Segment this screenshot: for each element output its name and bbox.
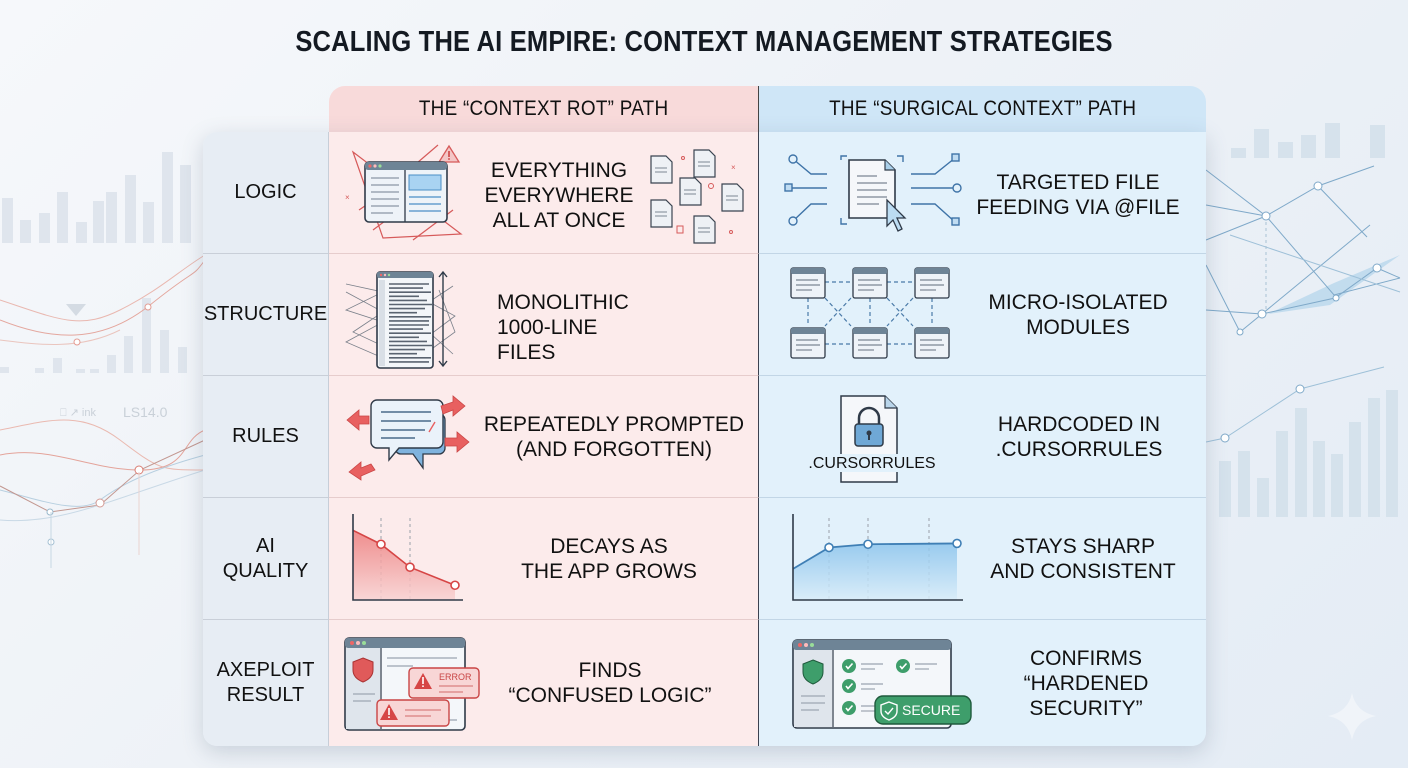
svg-text:×: × bbox=[345, 193, 350, 202]
surgical-text-rules: HARDCODED IN.CURSORRULES bbox=[995, 413, 1163, 461]
shield-check-icon bbox=[880, 701, 898, 721]
sharp-point bbox=[952, 538, 962, 549]
sharp-chart bbox=[792, 514, 963, 601]
decay-chart bbox=[352, 514, 463, 601]
error-popup bbox=[376, 699, 450, 727]
rot-cell-rules: REPEATEDLY PROMPTED(AND FORGOTTEN) bbox=[329, 376, 759, 498]
shield-icon bbox=[802, 659, 824, 685]
module-window bbox=[914, 327, 950, 359]
sharp-line bbox=[792, 542, 958, 570]
cursor-icon bbox=[886, 198, 907, 232]
sharp-point bbox=[863, 539, 873, 550]
check-icon bbox=[842, 659, 883, 673]
module-window bbox=[852, 267, 888, 299]
background-bar-chart-right bbox=[1219, 123, 1398, 517]
code-lines bbox=[389, 283, 433, 363]
checklist bbox=[842, 659, 937, 715]
rot-text-rules: REPEATEDLY PROMPTED(AND FORGOTTEN) bbox=[483, 413, 745, 461]
column-header-surgical-context: THE “SURGICAL CONTEXT” PATH bbox=[759, 86, 1206, 133]
module-window bbox=[914, 267, 950, 299]
module-windows bbox=[790, 267, 950, 359]
rot-text-axeploit-result: FINDS“CONFUSED LOGIC” bbox=[508, 659, 712, 707]
error-popup: ERROR bbox=[408, 667, 480, 699]
module-window bbox=[852, 327, 888, 359]
background-text-ink: ⎕ ↗ ink bbox=[60, 407, 96, 419]
shield-icon bbox=[352, 657, 374, 683]
check-icon bbox=[842, 701, 883, 715]
background-line-chart-right bbox=[1205, 165, 1401, 443]
check-icon bbox=[896, 659, 937, 673]
warning-icon bbox=[437, 144, 461, 163]
sparkle-icon bbox=[1328, 693, 1376, 740]
module-window bbox=[790, 267, 826, 299]
decay-point bbox=[450, 580, 460, 591]
surgical-cell-rules: .CURSORRULES HARDCODED IN.CURSORRULES bbox=[759, 376, 1206, 498]
error-dashboard-icon: ERROR bbox=[344, 637, 480, 731]
chart-axes bbox=[792, 514, 963, 601]
forgotten-prompts-icon bbox=[346, 395, 470, 481]
cursorrules-file-icon: .CURSORRULES bbox=[808, 395, 936, 483]
targeted-file-icon bbox=[784, 153, 962, 232]
row-label-logic: LOGIC bbox=[203, 132, 329, 254]
scattered-documents-icon: × bbox=[650, 149, 744, 244]
decay-point bbox=[405, 562, 415, 573]
decay-point bbox=[376, 539, 386, 550]
background-bar-chart-left bbox=[0, 152, 191, 373]
monolithic-file-icon bbox=[344, 270, 456, 369]
micro-modules-icon bbox=[790, 267, 950, 359]
height-arrow-icon bbox=[438, 270, 448, 368]
decay-line bbox=[352, 529, 456, 586]
decay-area bbox=[353, 530, 455, 600]
secure-dashboard-icon: SECURE bbox=[792, 639, 972, 729]
row-label-structure: STRUCTURE bbox=[203, 254, 329, 376]
rot-cell-axeploit-result: ERROR FINDS“CONFUSED LOGIC” bbox=[329, 620, 759, 746]
sharp-point bbox=[824, 542, 834, 553]
background-text-number: LS14.0 bbox=[123, 404, 168, 420]
chart-axes bbox=[352, 514, 463, 601]
tangled-browser-icon: × bbox=[345, 144, 463, 241]
arrows-icon bbox=[346, 395, 470, 481]
column-divider bbox=[758, 86, 759, 132]
error-label: ERROR bbox=[439, 672, 472, 682]
svg-text:×: × bbox=[731, 163, 736, 172]
lock-icon bbox=[854, 406, 884, 447]
secure-badge: SECURE bbox=[874, 695, 972, 725]
page-title: SCALING THE AI EMPIRE: CONTEXT MANAGEMEN… bbox=[295, 26, 1113, 58]
warning-icon bbox=[414, 673, 432, 689]
secure-label: SECURE bbox=[902, 702, 960, 718]
module-window bbox=[790, 327, 826, 359]
warning-icon bbox=[380, 704, 398, 720]
row-label-rules: RULES bbox=[203, 376, 329, 498]
check-icon bbox=[842, 679, 883, 693]
background-line-chart-left bbox=[0, 254, 206, 568]
cursorrules-file-label: .CURSORRULES bbox=[808, 455, 935, 472]
sharp-area bbox=[793, 543, 957, 600]
column-header-context-rot: THE “CONTEXT ROT” PATH bbox=[329, 86, 758, 133]
